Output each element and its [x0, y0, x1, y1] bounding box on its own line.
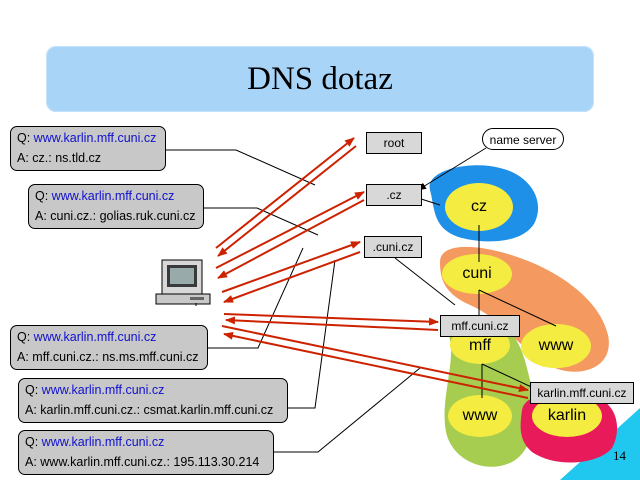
arrow-reply-cuni	[223, 251, 361, 303]
query-box-5: Q: www.karlin.mff.cuni.cz A: www.karlin.…	[18, 430, 274, 475]
arrow-query-cz	[215, 191, 365, 269]
query-answer: A: mff.cuni.cz.: ns.ms.mff.cuni.cz	[17, 350, 199, 364]
title-box: DNS dotaz	[46, 46, 594, 112]
server-cz: .cz	[366, 184, 422, 206]
query-box-4: Q: www.karlin.mff.cuni.cz A: karlin.mff.…	[18, 378, 288, 423]
zone-label-cz: cz	[471, 198, 487, 215]
server-mff: mff.cuni.cz	[440, 315, 520, 337]
query-url: www.karlin.mff.cuni.cz	[51, 189, 175, 203]
arrow-reply-mff	[225, 316, 439, 331]
query-answer: A: www.karlin.mff.cuni.cz.: 195.113.30.2…	[25, 455, 260, 469]
computer-icon	[155, 259, 211, 306]
query-url: www.karlin.mff.cuni.cz	[33, 330, 157, 344]
arrow-reply-root	[217, 145, 357, 257]
query-answer: A: cuni.cz.: golias.ruk.cuni.cz	[35, 209, 196, 223]
arrow-reply-cz	[217, 199, 365, 279]
query-url: www.karlin.mff.cuni.cz	[41, 435, 165, 449]
name-server-label: name server	[482, 128, 564, 150]
query-box-3: Q: www.karlin.mff.cuni.cz A: mff.cuni.cz…	[10, 325, 208, 370]
arrow-reply-karlin	[223, 331, 529, 399]
query-box-2: Q: www.karlin.mff.cuni.cz A: cuni.cz.: g…	[28, 184, 204, 229]
zone-label-cuni: cuni	[462, 265, 492, 282]
zone-label-mff: mff	[469, 337, 491, 354]
page-title: DNS dotaz	[247, 60, 393, 97]
server-karlin: karlin.mff.cuni.cz	[530, 382, 634, 404]
zone-label-www-cuni: www	[538, 337, 574, 354]
query-box-1: Q: www.karlin.mff.cuni.cz A: cz.: ns.tld…	[10, 126, 166, 171]
server-cuni: .cuni.cz	[364, 236, 422, 258]
zone-label-www-mff: www	[462, 407, 498, 424]
server-root: root	[366, 132, 422, 154]
zone-label-karlin: karlin	[547, 407, 587, 424]
arrow-query-mff	[223, 313, 439, 326]
arrow-query-cuni	[221, 241, 361, 293]
query-url: www.karlin.mff.cuni.cz	[33, 131, 157, 145]
arrow-query-karlin	[221, 325, 529, 393]
query-answer: A: karlin.mff.cuni.cz.: csmat.karlin.mff…	[25, 403, 274, 417]
query-answer: A: cz.: ns.tld.cz	[17, 151, 102, 165]
arrow-query-root	[215, 137, 355, 249]
page-number: 14	[613, 448, 626, 463]
query-url: www.karlin.mff.cuni.cz	[41, 383, 165, 397]
